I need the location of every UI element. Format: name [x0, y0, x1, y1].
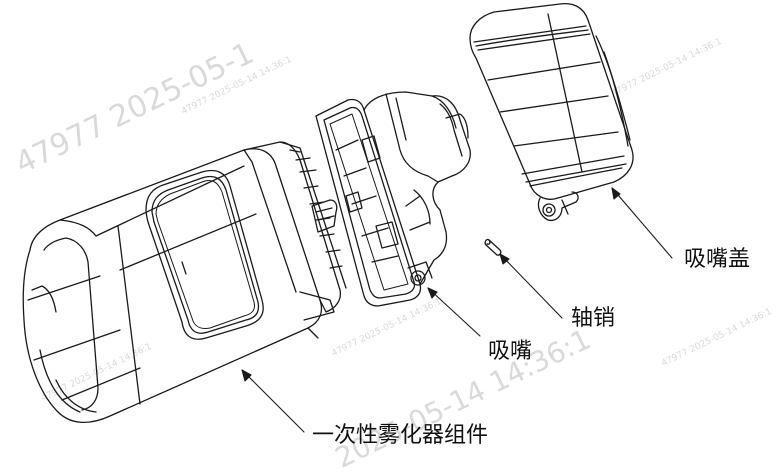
label-mouthpiece-cap: 吸嘴盖 — [684, 247, 751, 272]
arrowhead-cap — [611, 187, 621, 200]
pivot-pin-part — [484, 238, 502, 256]
label-disposable-atomizer: 一次性雾化器组件 — [312, 423, 489, 448]
leader-atomizer — [241, 369, 305, 433]
mouthpiece-cap-part — [469, 2, 634, 222]
arrowhead-pin — [499, 253, 510, 265]
leader-cap — [611, 187, 673, 259]
mouthpiece-part — [315, 91, 471, 307]
arrowhead-mouthpiece — [427, 287, 438, 299]
arrowhead-atomizer — [241, 369, 252, 382]
leader-pin — [499, 253, 563, 319]
label-pivot-pin: 轴销 — [571, 306, 616, 331]
leader-arrows — [241, 187, 673, 433]
label-mouthpiece: 吸嘴 — [488, 339, 533, 364]
atomizer-body — [22, 141, 347, 423]
leader-mouthpiece — [427, 287, 481, 337]
